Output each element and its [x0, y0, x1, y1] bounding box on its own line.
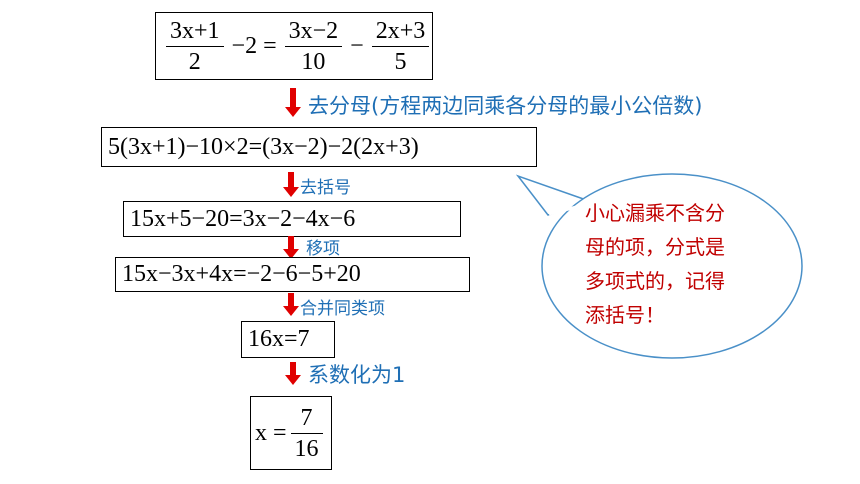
fraction-2-denominator: 10: [301, 48, 326, 75]
step-arrow-2: [283, 172, 299, 197]
fraction-1-denominator: 2: [188, 48, 201, 75]
callout-line-1: 小心漏乘不含分: [585, 201, 725, 225]
fraction-3: 2x+3 5: [371, 16, 430, 77]
step-arrow-3: [283, 236, 299, 259]
equation-middle: −2 =: [231, 32, 277, 59]
equation-step-5: 16x=7: [241, 321, 335, 358]
step-arrow-1: [285, 88, 301, 117]
fraction-2-numerator: 3x−2: [288, 17, 339, 44]
step-arrow-4: [283, 293, 299, 316]
solution-fraction: 7 16: [290, 403, 323, 464]
step-label-clear-denominators: 去分母(方程两边同乘各分母的最小公倍数): [308, 94, 703, 118]
equation-step-3: 15x+5−20=3x−2−4x−6: [123, 201, 461, 237]
equation-step-4: 15x−3x+4x=−2−6−5+20: [115, 257, 470, 292]
fraction-1: 3x+1 2: [166, 16, 224, 77]
step-label-transpose: 移项: [306, 239, 340, 259]
equation-original: 3x+1 2 −2 = 3x−2 10 − 2x+3 5: [155, 12, 433, 80]
solution-denominator: 16: [294, 435, 319, 462]
equation-solution: x = 7 16: [250, 396, 332, 470]
fraction-3-denominator: 5: [394, 48, 407, 75]
minus-sign: −: [350, 32, 364, 59]
callout-line-4: 添括号！: [585, 303, 665, 327]
step-label-coefficient-to-one: 系数化为1: [308, 363, 406, 387]
callout-text: 小心漏乘不含分 母的项，分式是 多项式的，记得 添括号！: [585, 196, 795, 332]
solution-lhs: x =: [255, 419, 287, 446]
fraction-3-numerator: 2x+3: [375, 17, 426, 44]
fraction-2: 3x−2 10: [284, 16, 343, 77]
step-label-combine-like-terms: 合并同类项: [300, 299, 385, 319]
callout-line-2: 母的项，分式是: [585, 235, 725, 259]
step-arrow-5: [285, 362, 301, 385]
step-label-remove-brackets: 去括号: [300, 178, 351, 198]
solution-numerator: 7: [300, 404, 313, 431]
callout-line-3: 多项式的，记得: [585, 269, 725, 293]
fraction-1-numerator: 3x+1: [170, 17, 220, 44]
equation-step-2: 5(3x+1)−10×2=(3x−2)−2(2x+3): [101, 127, 537, 167]
